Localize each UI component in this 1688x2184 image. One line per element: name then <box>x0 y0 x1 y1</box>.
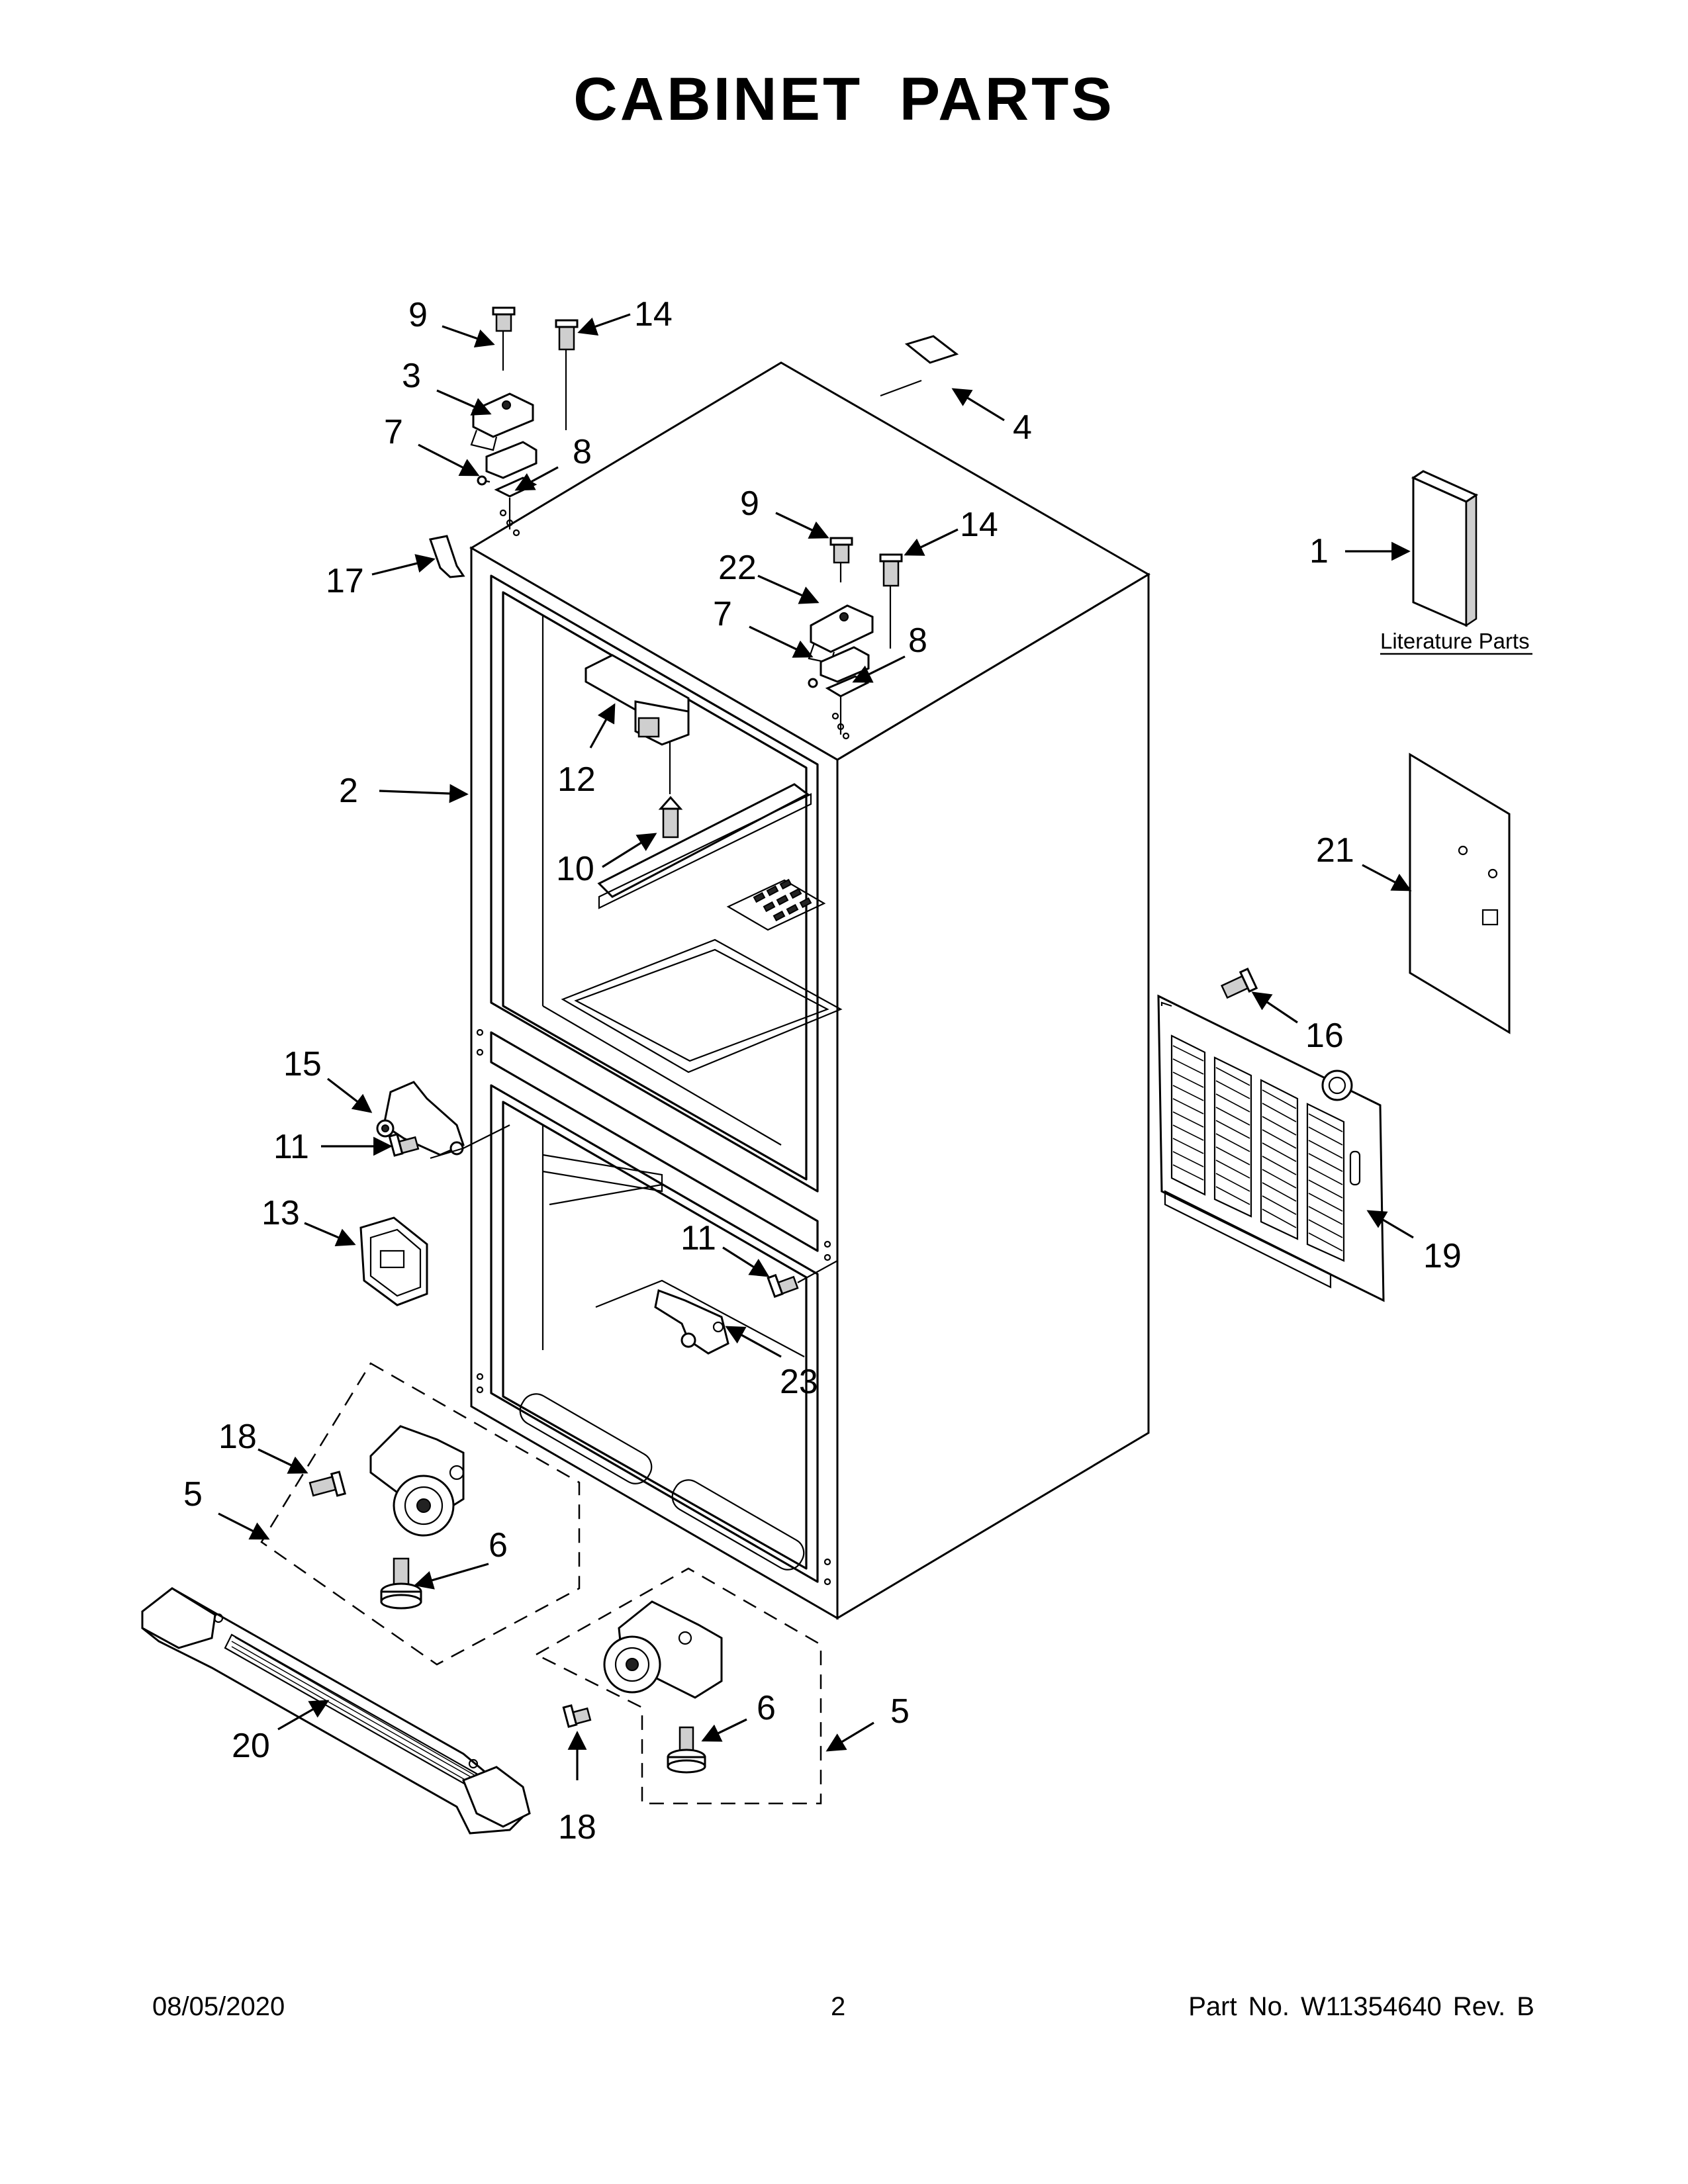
callout-6-left: 6 <box>489 1526 508 1565</box>
part-16-screw <box>1220 967 1258 999</box>
callout-20: 20 <box>232 1727 270 1765</box>
callout-21: 21 <box>1316 831 1354 870</box>
part-12-bracket <box>585 654 690 794</box>
callout-5-left: 5 <box>183 1475 203 1514</box>
callout-5-right: 5 <box>890 1692 910 1731</box>
callout-23: 23 <box>780 1363 818 1401</box>
literature-booklet <box>1411 470 1479 627</box>
part-17-tape <box>429 535 465 578</box>
callout-18-right: 18 <box>558 1808 596 1846</box>
callout-17: 17 <box>326 562 364 600</box>
part-18-screw-left <box>308 1471 347 1497</box>
part-5-outline-left <box>260 1362 581 1666</box>
part-6-leveler-right <box>667 1726 706 1774</box>
callout-1: 1 <box>1309 532 1329 570</box>
part-10-screw <box>658 796 683 839</box>
callout-6-right: 6 <box>757 1689 776 1727</box>
cabinet-body <box>469 361 1150 1620</box>
part-19-rear-grille <box>1157 994 1385 1302</box>
page-title: CABINET PARTS <box>573 66 1115 133</box>
callout-12: 12 <box>557 760 596 799</box>
footer-part-number: Part No. W11354640 Rev. B <box>1188 1992 1534 2021</box>
callout-2: 2 <box>339 772 358 810</box>
callout-15: 15 <box>283 1045 322 1083</box>
part-15-middle-hinge <box>376 1081 510 1160</box>
callout-8-right: 8 <box>908 621 927 660</box>
callout-13: 13 <box>261 1194 300 1232</box>
callout-8-left: 8 <box>573 433 592 471</box>
part-4-label-plate <box>904 335 959 364</box>
callout-3: 3 <box>402 357 421 395</box>
literature-parts-label: Literature Parts <box>1380 629 1530 653</box>
part-18-screw-right <box>562 1704 592 1728</box>
callout-14-left: 14 <box>634 295 673 334</box>
callout-18-left: 18 <box>218 1418 257 1456</box>
callout-22: 22 <box>718 549 757 587</box>
part-21-panel <box>1409 752 1511 1034</box>
callout-7-left: 7 <box>384 413 403 451</box>
callout-11-right: 11 <box>680 1219 716 1257</box>
part-6-leveler-left <box>380 1557 422 1610</box>
part-11-screw-left <box>388 1133 420 1157</box>
callout-9-left: 9 <box>408 296 428 334</box>
part-5-roller-right <box>603 1600 723 1699</box>
footer-page-number: 2 <box>831 1992 846 2021</box>
part-5-outline-right <box>534 1567 822 1805</box>
part-20-toe-grille <box>141 1587 531 1835</box>
callout-19: 19 <box>1423 1237 1462 1275</box>
callout-16: 16 <box>1305 1017 1344 1055</box>
part-13-cover <box>359 1216 428 1306</box>
callout-10: 10 <box>556 850 594 888</box>
part-11-screw-right <box>767 1260 838 1298</box>
callout-14-right: 14 <box>960 506 998 544</box>
footer-date: 08/05/2020 <box>152 1992 285 2021</box>
callout-9-right: 9 <box>740 484 759 523</box>
callout-7-right: 7 <box>713 595 732 633</box>
callout-11-left: 11 <box>273 1128 309 1166</box>
part-23-lower-hinge <box>654 1289 729 1355</box>
part-5-roller-left <box>369 1425 465 1537</box>
callout-4: 4 <box>1013 408 1032 447</box>
